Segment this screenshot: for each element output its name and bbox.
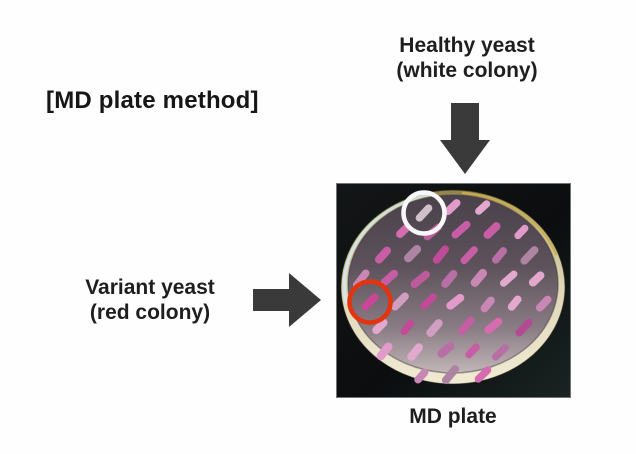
healthy-yeast-label: Healthy yeast (white colony) — [367, 33, 567, 83]
md-plate-photo — [336, 183, 571, 398]
variant-colony-marker — [347, 279, 393, 325]
variant-yeast-label: Variant yeast (red colony) — [55, 275, 245, 325]
arrow-down-shaft — [451, 103, 479, 141]
healthy-yeast-label-line2: (white colony) — [396, 59, 538, 82]
md-plate-photo-svg — [337, 184, 570, 397]
arrow-right-shaft — [253, 289, 290, 311]
arrow-down-icon — [440, 103, 490, 174]
arrow-right-icon — [253, 273, 321, 327]
plate-caption: MD plate — [409, 405, 497, 428]
variant-yeast-label-line2: (red colony) — [89, 301, 211, 324]
healthy-colony-marker — [401, 190, 447, 236]
figure-title: [MD plate method] — [46, 87, 259, 114]
healthy-yeast-label-line1: Healthy yeast — [399, 34, 535, 57]
variant-yeast-label-line1: Variant yeast — [85, 276, 215, 299]
arrow-down-head — [440, 140, 490, 174]
arrow-right-head — [289, 273, 321, 327]
